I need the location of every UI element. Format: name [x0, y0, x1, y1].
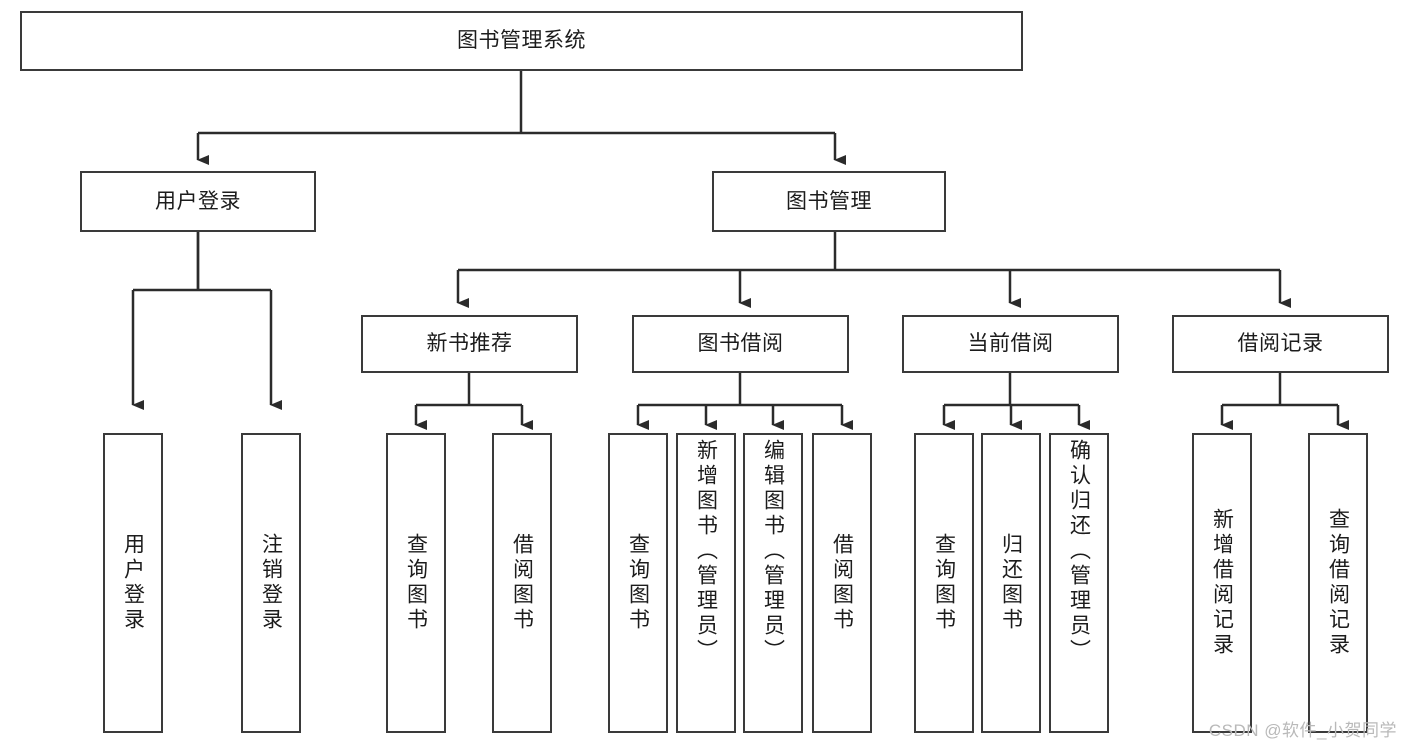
- node-leaf-logout-label: 注销登录: [259, 533, 283, 633]
- node-new-book-rec-label: 新书推荐: [426, 332, 513, 356]
- node-leaf-confirm-return[interactable]: 确认归还（管理员）: [1049, 433, 1109, 733]
- node-leaf-query-book-2[interactable]: 查询图书: [608, 433, 668, 733]
- node-leaf-return-book[interactable]: 归还图书: [981, 433, 1041, 733]
- node-root-label: 图书管理系统: [457, 29, 586, 53]
- node-leaf-add-record-label: 新增借阅记录: [1210, 508, 1234, 658]
- node-leaf-user-login-label: 用户登录: [121, 533, 145, 633]
- node-current-borrow-label: 当前借阅: [967, 332, 1054, 356]
- node-user-login[interactable]: 用户登录: [80, 171, 316, 232]
- node-book-borrow-label: 图书借阅: [697, 332, 784, 356]
- node-leaf-borrow-book-2-label: 借阅图书: [830, 533, 854, 633]
- node-borrow-record-label: 借阅记录: [1237, 332, 1324, 356]
- node-leaf-add-book-label: 新增图书（管理员）: [694, 439, 718, 664]
- node-leaf-edit-book[interactable]: 编辑图书（管理员）: [743, 433, 803, 733]
- csdn-watermark: CSDN @软件_小贺同学: [1208, 721, 1397, 740]
- node-leaf-borrow-book-2[interactable]: 借阅图书: [812, 433, 872, 733]
- node-leaf-query-book-1[interactable]: 查询图书: [386, 433, 446, 733]
- node-user-login-label: 用户登录: [155, 189, 241, 213]
- node-leaf-borrow-book-1-label: 借阅图书: [510, 533, 534, 633]
- node-leaf-add-record[interactable]: 新增借阅记录: [1192, 433, 1252, 733]
- node-leaf-query-record[interactable]: 查询借阅记录: [1308, 433, 1368, 733]
- node-leaf-query-book-2-label: 查询图书: [626, 533, 650, 633]
- node-leaf-query-book-3[interactable]: 查询图书: [914, 433, 974, 733]
- node-new-book-rec[interactable]: 新书推荐: [361, 315, 578, 373]
- node-leaf-query-record-label: 查询借阅记录: [1326, 508, 1350, 658]
- node-leaf-logout[interactable]: 注销登录: [241, 433, 301, 733]
- node-current-borrow[interactable]: 当前借阅: [902, 315, 1119, 373]
- node-leaf-query-book-1-label: 查询图书: [404, 533, 428, 633]
- node-leaf-borrow-book-1[interactable]: 借阅图书: [492, 433, 552, 733]
- node-leaf-edit-book-label: 编辑图书（管理员）: [761, 439, 785, 664]
- node-leaf-add-book[interactable]: 新增图书（管理员）: [676, 433, 736, 733]
- node-leaf-confirm-return-label: 确认归还（管理员）: [1067, 439, 1091, 664]
- node-book-manage[interactable]: 图书管理: [712, 171, 946, 232]
- node-borrow-record[interactable]: 借阅记录: [1172, 315, 1389, 373]
- node-leaf-query-book-3-label: 查询图书: [932, 533, 956, 633]
- node-book-borrow[interactable]: 图书借阅: [632, 315, 849, 373]
- node-book-manage-label: 图书管理: [786, 189, 872, 213]
- node-root[interactable]: 图书管理系统: [20, 11, 1023, 71]
- node-leaf-return-book-label: 归还图书: [999, 533, 1023, 633]
- node-leaf-user-login[interactable]: 用户登录: [103, 433, 163, 733]
